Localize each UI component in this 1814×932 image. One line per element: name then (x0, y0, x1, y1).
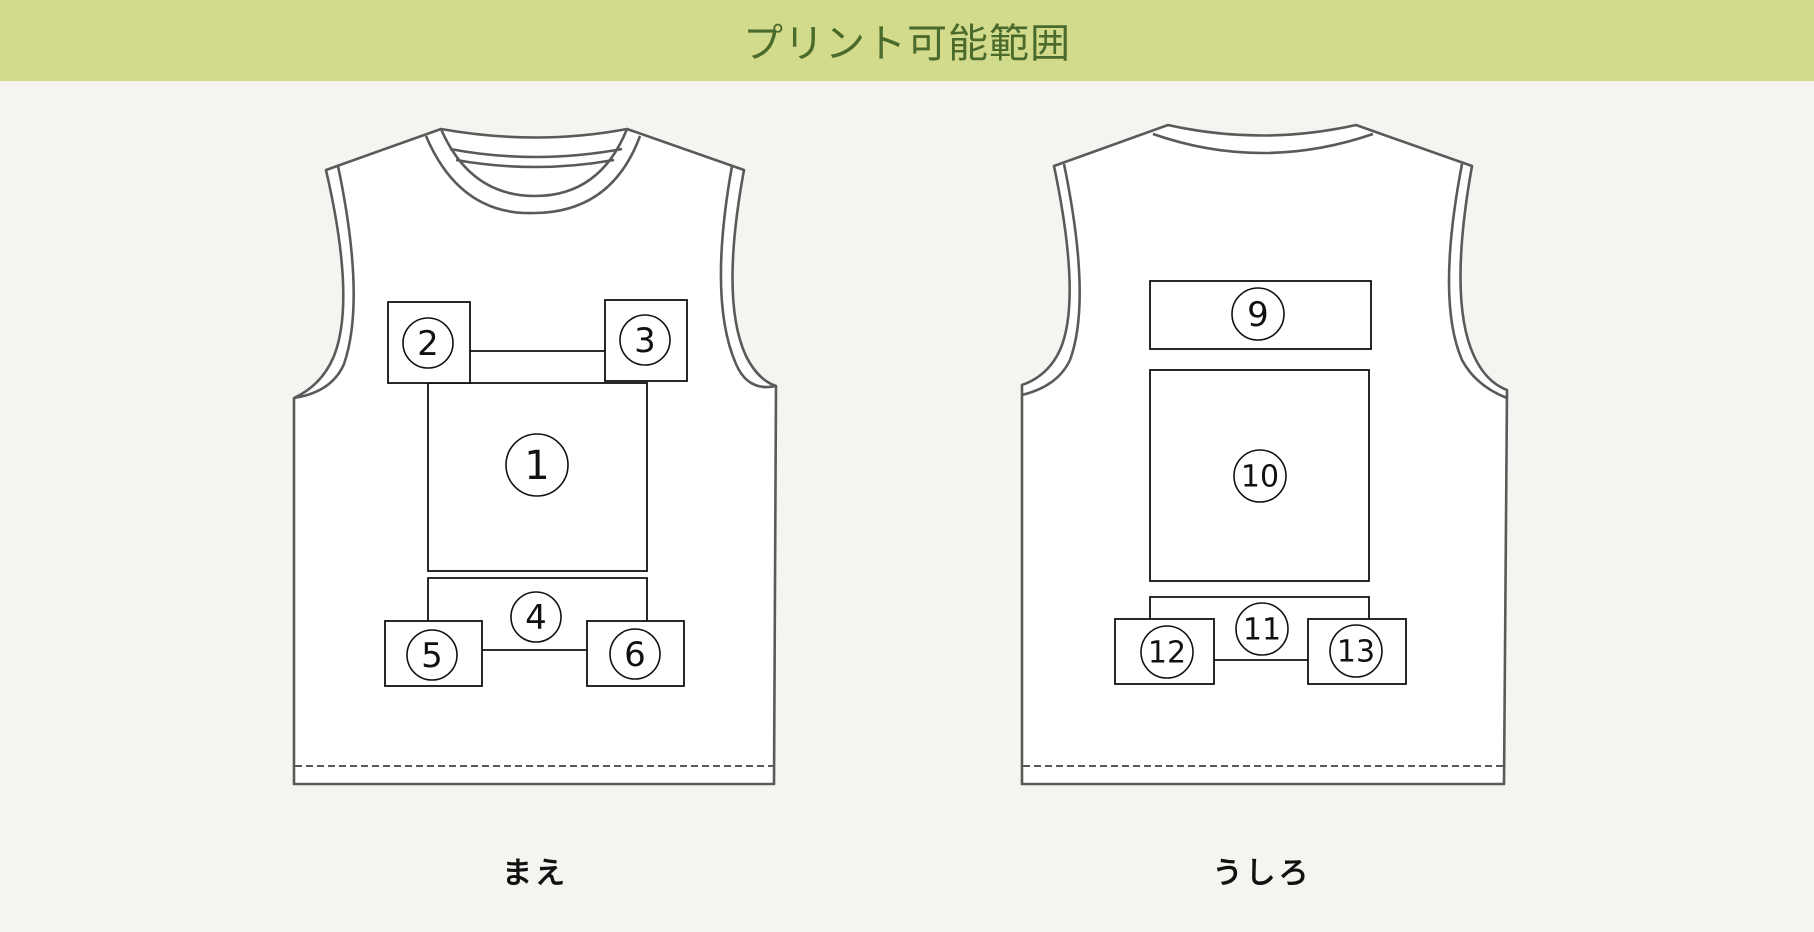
front-neck-inner (439, 128, 629, 198)
front-right-armhole-trim (719, 165, 777, 389)
svg-text:10: 10 (1241, 460, 1279, 495)
back-area-13-mark: 13 (1329, 624, 1383, 678)
svg-text:2: 2 (417, 324, 439, 364)
back-area-13[interactable] (1307, 618, 1407, 685)
front-area-6-mark: 6 (609, 628, 661, 680)
page-title: プリント可能範囲 (743, 20, 1071, 67)
front-left-armhole-trim (293, 165, 355, 400)
front-area-5[interactable] (384, 620, 483, 687)
svg-text:9: 9 (1247, 295, 1269, 335)
front-neck-rib-line-1 (449, 147, 623, 159)
back-shirt: 9 10 11 12 13 (1020, 123, 1509, 786)
back-area-12-mark: 12 (1140, 625, 1194, 679)
back-area-12[interactable] (1114, 618, 1215, 685)
back-area-10[interactable] (1149, 369, 1370, 582)
front-shirt: 1 2 3 4 5 6 (292, 127, 778, 786)
back-area-9-mark: 9 (1231, 287, 1285, 341)
front-area-3[interactable] (604, 299, 688, 382)
back-neck-inner (1152, 132, 1374, 155)
back-area-10-mark: 10 (1233, 449, 1287, 503)
page-header: プリント可能範囲 (0, 0, 1814, 81)
front-area-1-mark: 1 (505, 433, 569, 497)
front-area-2-mark: 2 (402, 317, 454, 369)
front-neck-outer (424, 135, 642, 215)
svg-text:3: 3 (634, 321, 656, 361)
svg-text:4: 4 (525, 598, 547, 638)
back-left-armhole-trim (1021, 163, 1081, 397)
front-view-label: まえ (502, 856, 568, 891)
svg-text:1: 1 (524, 443, 549, 489)
front-area-4[interactable] (427, 577, 648, 623)
front-area-1[interactable] (427, 382, 648, 572)
back-area-9[interactable] (1149, 280, 1372, 350)
back-area-11[interactable] (1149, 596, 1370, 619)
front-neck-rib-line-2 (455, 158, 615, 169)
front-area-5-mark: 5 (406, 629, 458, 681)
back-right-armhole-trim (1447, 163, 1508, 400)
front-area-4-mark: 4 (510, 591, 562, 643)
back-area-11-mark: 11 (1235, 602, 1289, 656)
back-view-label: うしろ (1212, 856, 1312, 891)
svg-text:13: 13 (1337, 635, 1375, 670)
front-area-3-mark: 3 (619, 314, 671, 366)
front-area-6[interactable] (586, 620, 685, 687)
svg-text:5: 5 (421, 636, 443, 676)
svg-text:11: 11 (1243, 613, 1281, 648)
front-area-2[interactable] (387, 301, 471, 384)
svg-text:6: 6 (624, 635, 646, 675)
svg-text:12: 12 (1148, 636, 1186, 671)
